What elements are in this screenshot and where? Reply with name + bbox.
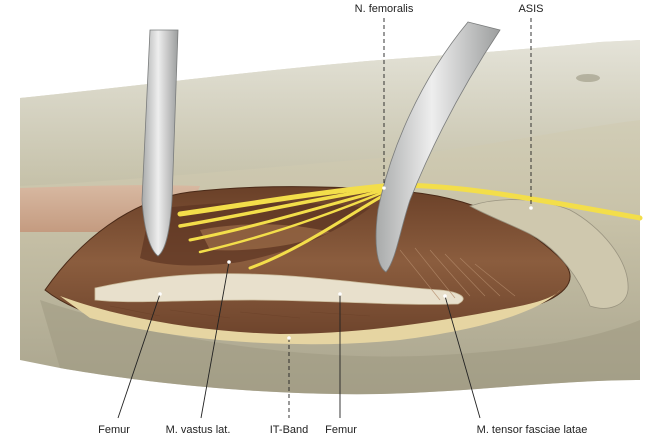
femur-bone bbox=[94, 273, 464, 305]
label-asis: ASIS bbox=[518, 3, 543, 15]
leader-dots bbox=[158, 186, 533, 340]
leader-lines bbox=[117, 18, 532, 419]
retractor-left bbox=[141, 29, 179, 257]
label-it-band: IT-Band bbox=[270, 424, 309, 436]
label-femur-left: Femur bbox=[98, 424, 130, 436]
label-femur-right: Femur bbox=[325, 424, 357, 436]
label-n-femoralis: N. femoralis bbox=[355, 3, 414, 15]
retractor-right bbox=[375, 21, 501, 273]
label-tensor-fasciae-latae: M. tensor fasciae latae bbox=[477, 424, 588, 436]
label-vastus-lat: M. vastus lat. bbox=[166, 424, 231, 436]
